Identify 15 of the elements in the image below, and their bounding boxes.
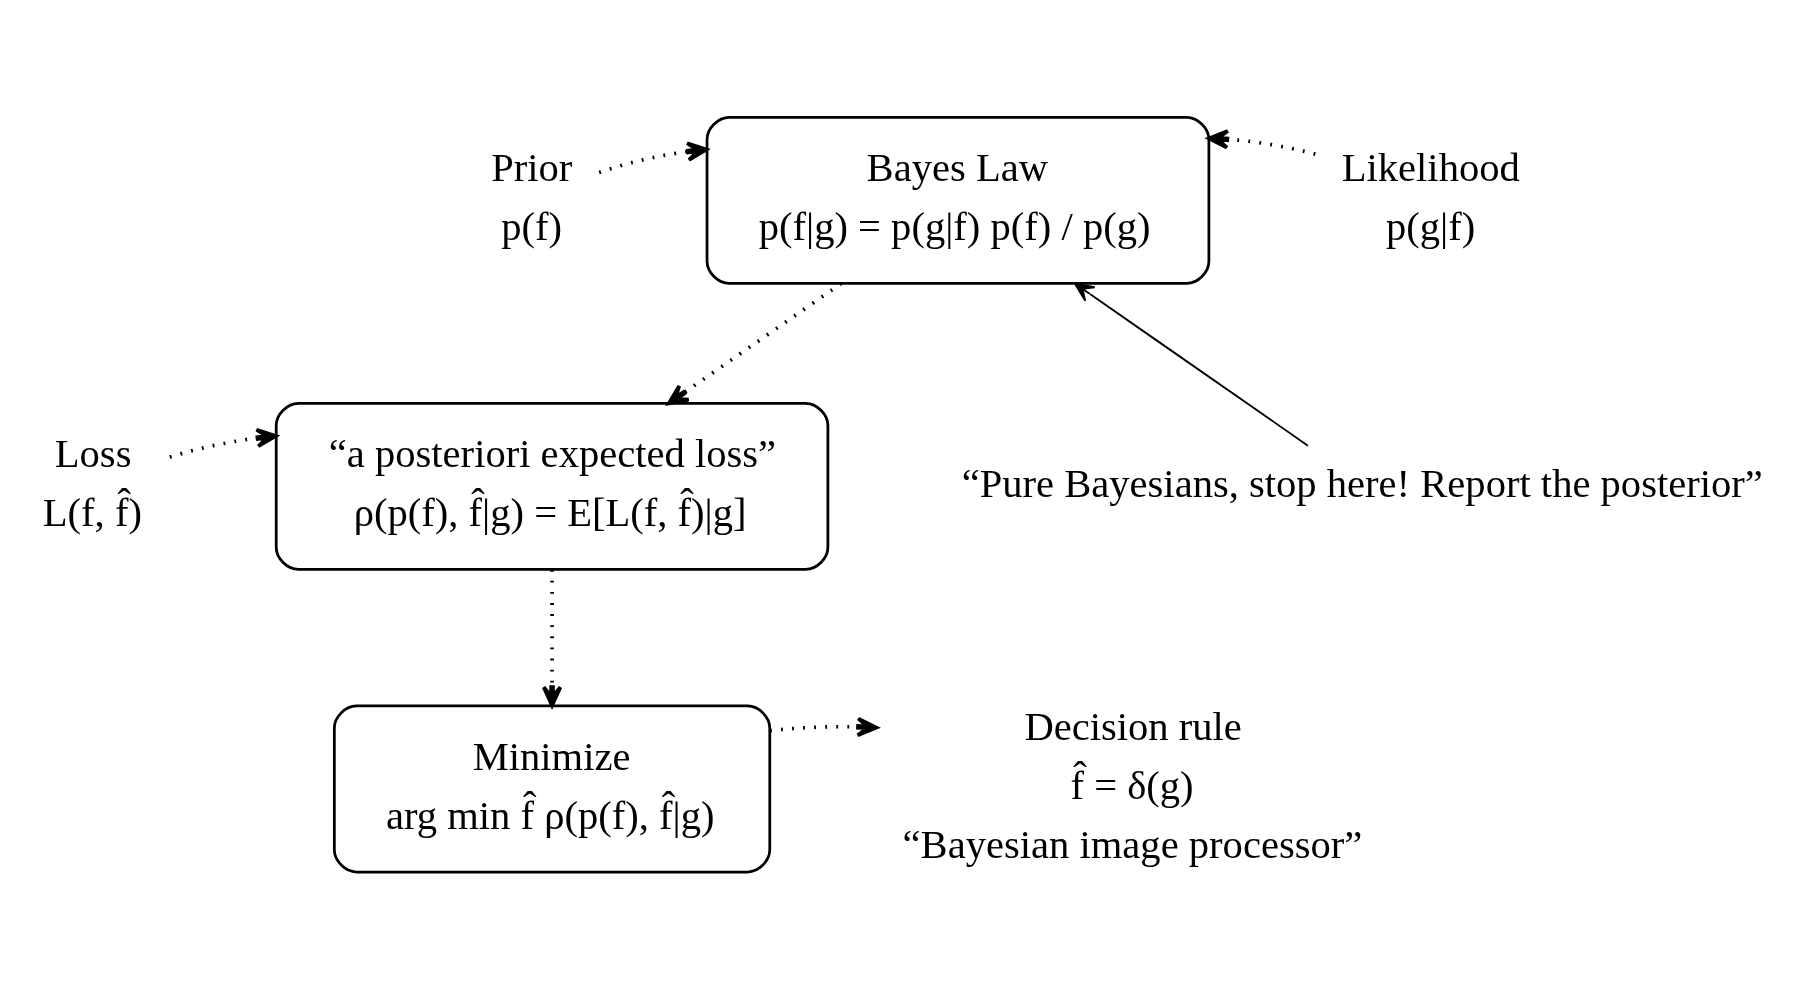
node-text: “Pure Bayesians, stop here! Report the posterior” <box>961 460 1763 506</box>
node-text: Prior p(f) <box>491 144 573 249</box>
node-text: Loss L(f, f̂) <box>42 430 142 535</box>
arrow <box>1207 128 1316 156</box>
arrow <box>769 716 879 737</box>
node-text: Likelihood p(g|f) <box>1341 144 1520 249</box>
arrow <box>1073 282 1309 447</box>
node-text: Decision rule f̂ = δ(g) “Bayesian image processor” <box>902 703 1363 867</box>
node-box: “a posteriori expected loss” ρ(p(f), f̂|g) = E[L(f, f̂)|g] <box>274 401 830 571</box>
arrow <box>598 140 709 174</box>
arrow <box>666 281 843 405</box>
arrow <box>169 427 278 459</box>
node-box: Minimize arg min f̂ ρ(p(f), f̂|g) <box>332 704 772 873</box>
arrow <box>541 569 563 707</box>
node-box: Bayes Law p(f|g) = p(g|f) p(f) / p(g) <box>705 115 1211 285</box>
